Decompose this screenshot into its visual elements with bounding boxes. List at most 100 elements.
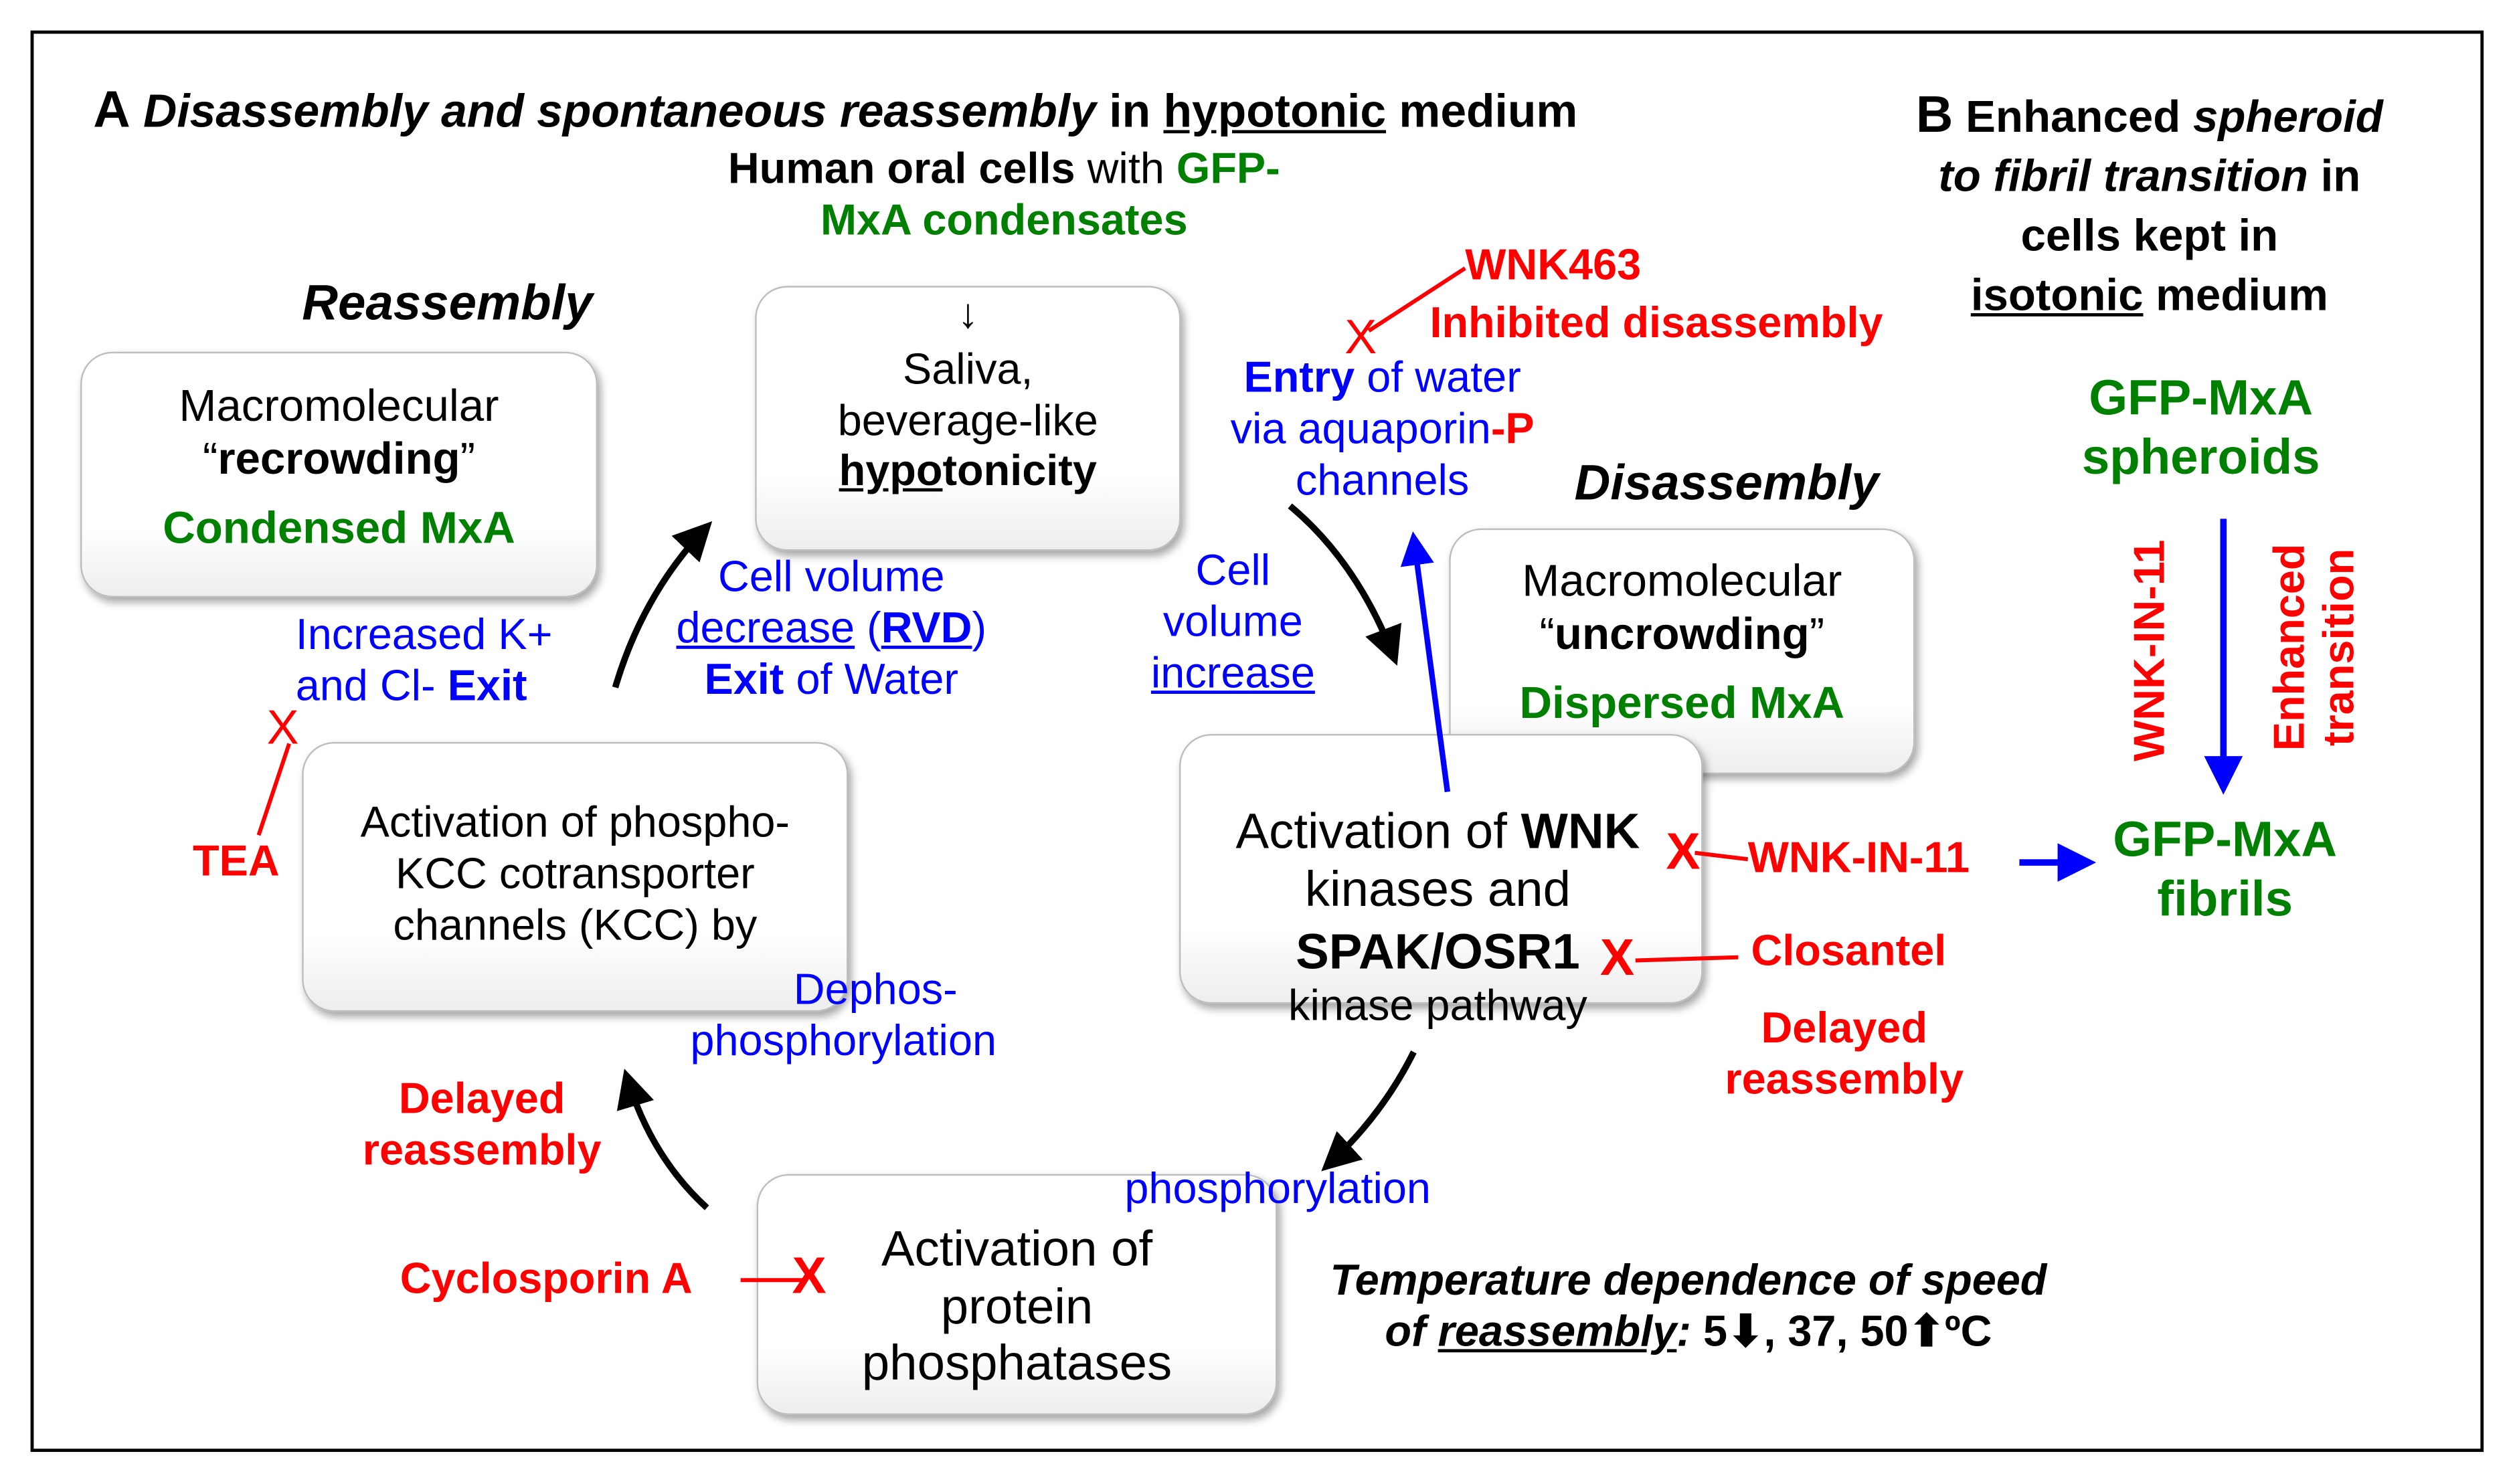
- uncrowding-bold: uncrowding: [1554, 608, 1810, 659]
- fibrils-line2: fibrils: [2157, 870, 2293, 927]
- gfp-mxa-fibrils: GFP-MxA fibrils: [2089, 811, 2362, 929]
- phosphatases-box: [756, 1174, 1278, 1415]
- temperature-label: Temperature dependence of speed of reass…: [1277, 1256, 2099, 1358]
- phosphatases-line3: phosphatases: [861, 1335, 1172, 1392]
- up-arrow-icon: ⬆: [1908, 1307, 1945, 1356]
- cell-text: Cell: [1195, 546, 1271, 595]
- recrowding-box: [80, 351, 598, 597]
- beverage-line: beverage-like: [837, 395, 1098, 444]
- spheroids-line1: GFP-MxA: [2089, 369, 2314, 426]
- temp-line1: Temperature dependence of speed: [1330, 1256, 2047, 1305]
- activation-of: Activation of: [1235, 803, 1507, 860]
- entry-bold: Entry: [1243, 353, 1355, 402]
- condensed-mxa: Condensed MxA: [163, 502, 515, 553]
- cell-volume-increase-label: Cell volume increase: [1124, 546, 1341, 699]
- entry-of-water-label: Entry of water via aquaporin-P channels: [1202, 353, 1563, 506]
- arrow-to-uncrowding: [1288, 503, 1402, 666]
- spheroids-line2: spheroids: [2081, 428, 2320, 484]
- wnk463-label: WNK463: [1465, 241, 1642, 290]
- mxa-condensates-text: MxA condensates: [820, 195, 1188, 244]
- entry-rest: of water: [1367, 353, 1521, 402]
- panel-a-title-hypotonic: hypotonic: [1163, 86, 1387, 138]
- vert-transition: transition: [2315, 548, 2364, 747]
- gfp-text: GFP-: [1176, 145, 1280, 193]
- exit-bold: Exit: [704, 654, 784, 703]
- kcc-line2: KCC cotransporter: [396, 849, 755, 898]
- dephosphorylation-label: Dephos- phosphorylation: [667, 965, 1020, 1068]
- gfp-mxa-spheroids: GFP-MxA spheroids: [2040, 369, 2362, 487]
- cell-volume-text: Cell volume: [717, 552, 945, 601]
- tonicity-text: tonicity: [942, 447, 1097, 496]
- cell-volume-decrease-label: Cell volume decrease (RVD) Exit of Water: [626, 553, 1036, 706]
- kcc-line1: Activation of phospho-: [360, 798, 790, 847]
- human-oral-cells-label: Human oral cells with GFP- MxA condensat…: [642, 145, 1365, 247]
- vertical-enhanced-transition: Enhanced transition: [2265, 502, 2371, 792]
- inhibited-disassembly-label: Inhibited disassembly: [1429, 298, 1883, 347]
- uncrowding-text: Macromolecular “uncrowding” Dispersed Mx…: [1449, 554, 1915, 729]
- hypotonicity-box: [755, 286, 1181, 551]
- dephos2-text: phosphorylation: [690, 1016, 997, 1065]
- fibrils-line1: GFP-MxA: [2113, 811, 2338, 868]
- increase-text: increase: [1150, 648, 1315, 697]
- increased-k-label: Increased K+ and Cl- Exit: [296, 610, 553, 713]
- x-mark-wnk463: X: [1344, 311, 1377, 365]
- human-oral-cells-text: Human oral cells: [727, 145, 1075, 193]
- saliva-line: Saliva,: [903, 345, 1033, 393]
- with-text: with: [1087, 145, 1164, 193]
- panel-a-title-in: in: [1109, 86, 1151, 138]
- temp-unit: ºC: [1944, 1307, 1992, 1356]
- quote-close: ”: [460, 434, 476, 484]
- exit2-text: Exit: [447, 661, 527, 710]
- kinase-pathway: kinase pathway: [1288, 981, 1587, 1030]
- panel-a-title: A Disassembly and spontaneous reassembly…: [93, 80, 1577, 141]
- wnk-in-11-label: WNK-IN-11: [1747, 833, 1970, 882]
- panel-b-t2: to fibril transition: [1938, 151, 2308, 201]
- x-mark-wnk: X: [1666, 822, 1701, 880]
- x-mark-spak: X: [1599, 928, 1635, 986]
- panel-b-t1b: spheroid: [2192, 91, 2383, 142]
- vertical-wnk-in-11: WNK-IN-11: [2125, 539, 2174, 761]
- vert-enhanced: Enhanced: [2265, 543, 2314, 751]
- wnk-text: Activation of WNK kinases and SPAK/OSR1 …: [1189, 803, 1686, 1031]
- tea-label: TEA: [193, 836, 280, 885]
- kcc-box: [302, 742, 849, 1012]
- volume-text: volume: [1162, 597, 1303, 646]
- delayed-reassembly-left: Delayed reassembly: [337, 1075, 626, 1177]
- reassembly1-text: reassembly: [1725, 1054, 1964, 1103]
- dephos1-text: Dephos-: [793, 965, 958, 1014]
- inhibit-line-wnk463: [1367, 266, 1466, 333]
- wnk-bold: WNK: [1521, 803, 1640, 860]
- quote-open-2: “: [1539, 608, 1555, 659]
- panel-a-title-medium: medium: [1399, 86, 1578, 138]
- of-water-text: of Water: [796, 654, 958, 703]
- kinases-and: kinases and: [1304, 860, 1571, 917]
- reassembly2-text: reassembly: [362, 1125, 602, 1174]
- panel-b-title: B Enhanced spheroid to fibril transition…: [1877, 80, 2423, 327]
- recrowding-text: Macromolecular “recrowding” Condensed Mx…: [80, 379, 598, 555]
- rvd-open: (: [867, 604, 881, 652]
- quote-open: “: [202, 434, 218, 484]
- panel-a-title-italic: Disassembly and spontaneous reassembly: [143, 86, 1096, 138]
- disassembly-heading: Disassembly: [1574, 454, 1879, 511]
- arrow-up-channels: [1400, 531, 1451, 793]
- delayed1-text: Delayed: [1761, 1004, 1928, 1052]
- temp-mid: , 37, 50: [1763, 1307, 1909, 1356]
- x-mark-cyclosporin: X: [792, 1246, 827, 1305]
- cyclosporin-label: Cyclosporin A: [400, 1254, 693, 1303]
- phosphatases-line2: protein: [940, 1277, 1094, 1334]
- recrowding-bold: recrowding: [218, 434, 460, 484]
- p-suffix: -P: [1490, 404, 1535, 453]
- channels-text: channels: [1295, 456, 1470, 504]
- inhibit-line-closantel: [1635, 955, 1739, 963]
- hypo-underlined: hypo: [839, 447, 943, 496]
- panel-b-t2b: in: [2320, 151, 2361, 201]
- phosphatases-text: Activation of protein phosphatases: [757, 1220, 1278, 1392]
- delayed2-text: Delayed: [398, 1074, 566, 1123]
- temp-of: of: [1385, 1307, 1426, 1356]
- inhibit-line-wnkin11: [1695, 850, 1749, 862]
- down-arrow-icon: ⬇: [1727, 1307, 1764, 1356]
- panel-b-t3: cells kept in: [2020, 210, 2279, 261]
- phosphorylation-label: phosphorylation: [1124, 1164, 1431, 1213]
- arrow-to-kcc: [616, 1069, 709, 1210]
- rvd-close: ): [972, 604, 987, 652]
